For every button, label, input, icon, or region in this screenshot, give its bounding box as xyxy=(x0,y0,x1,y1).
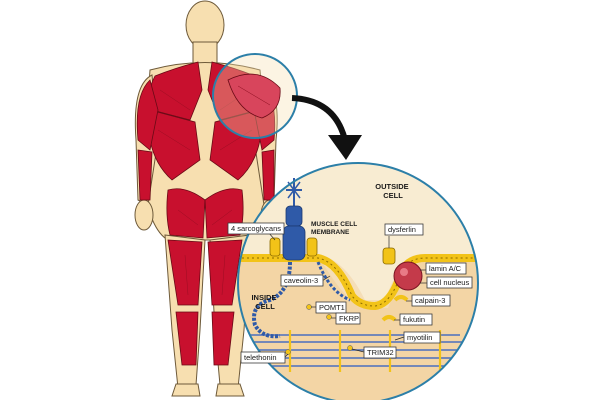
right-forearm xyxy=(262,150,274,200)
left-gluteus xyxy=(167,189,205,238)
left-foot xyxy=(172,384,200,396)
label-myotilin: myotilin xyxy=(407,333,432,342)
left-forearm xyxy=(138,150,152,200)
telethonin-protein xyxy=(286,350,291,355)
pomt1-protein xyxy=(307,305,312,310)
label-telethonin: telethonin xyxy=(244,353,277,362)
label-caveolin: caveolin-3 xyxy=(284,276,318,285)
label-fkrp: FKRP xyxy=(339,314,359,323)
label-trim32: TRIM32 xyxy=(367,348,394,357)
zoom-circle xyxy=(213,54,297,138)
label-nucleus: cell nucleus xyxy=(430,278,469,287)
label-fukutin: fukutin xyxy=(403,315,425,324)
left-hand xyxy=(135,200,153,230)
cell-nucleus xyxy=(394,262,422,290)
dysferlin-protein xyxy=(383,248,395,264)
label-calpain: calpain-3 xyxy=(415,296,445,305)
label-lamin: lamin A/C xyxy=(429,264,462,273)
inside-cell-heading: INSIDE CELL xyxy=(251,293,278,311)
zoom-arrow xyxy=(292,98,362,160)
label-sarcoglycans: 4 sarcoglycans xyxy=(231,224,281,233)
label-dysferlin: dysferlin xyxy=(388,225,416,234)
neck xyxy=(193,42,217,64)
right-foot xyxy=(216,384,244,396)
fkrp-protein xyxy=(327,315,332,320)
label-pomt1: POMT1 xyxy=(319,303,345,312)
trim32-protein xyxy=(348,346,353,351)
